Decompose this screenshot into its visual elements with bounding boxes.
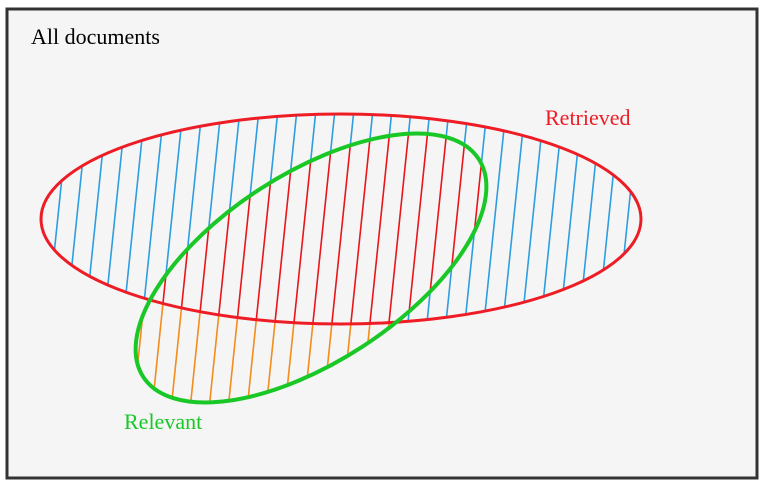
retrieved-only-hatch-line bbox=[494, 114, 528, 324]
retrieved-label: Retrieved bbox=[545, 105, 631, 130]
retrieved-only-hatch-line bbox=[171, 114, 205, 324]
all-documents-label: All documents bbox=[31, 24, 160, 49]
retrieved-only-hatch-line bbox=[133, 114, 167, 324]
relevant-label: Relevant bbox=[124, 409, 202, 434]
retrieved-ellipse bbox=[39, 112, 643, 326]
retrieved-only-hatch-line bbox=[475, 114, 509, 324]
retrieved-only-hatch-line bbox=[152, 114, 186, 324]
retrieved-only-hatch-line bbox=[456, 114, 490, 324]
all-documents-box bbox=[5, 7, 759, 480]
relevant-ellipse bbox=[133, 131, 489, 405]
